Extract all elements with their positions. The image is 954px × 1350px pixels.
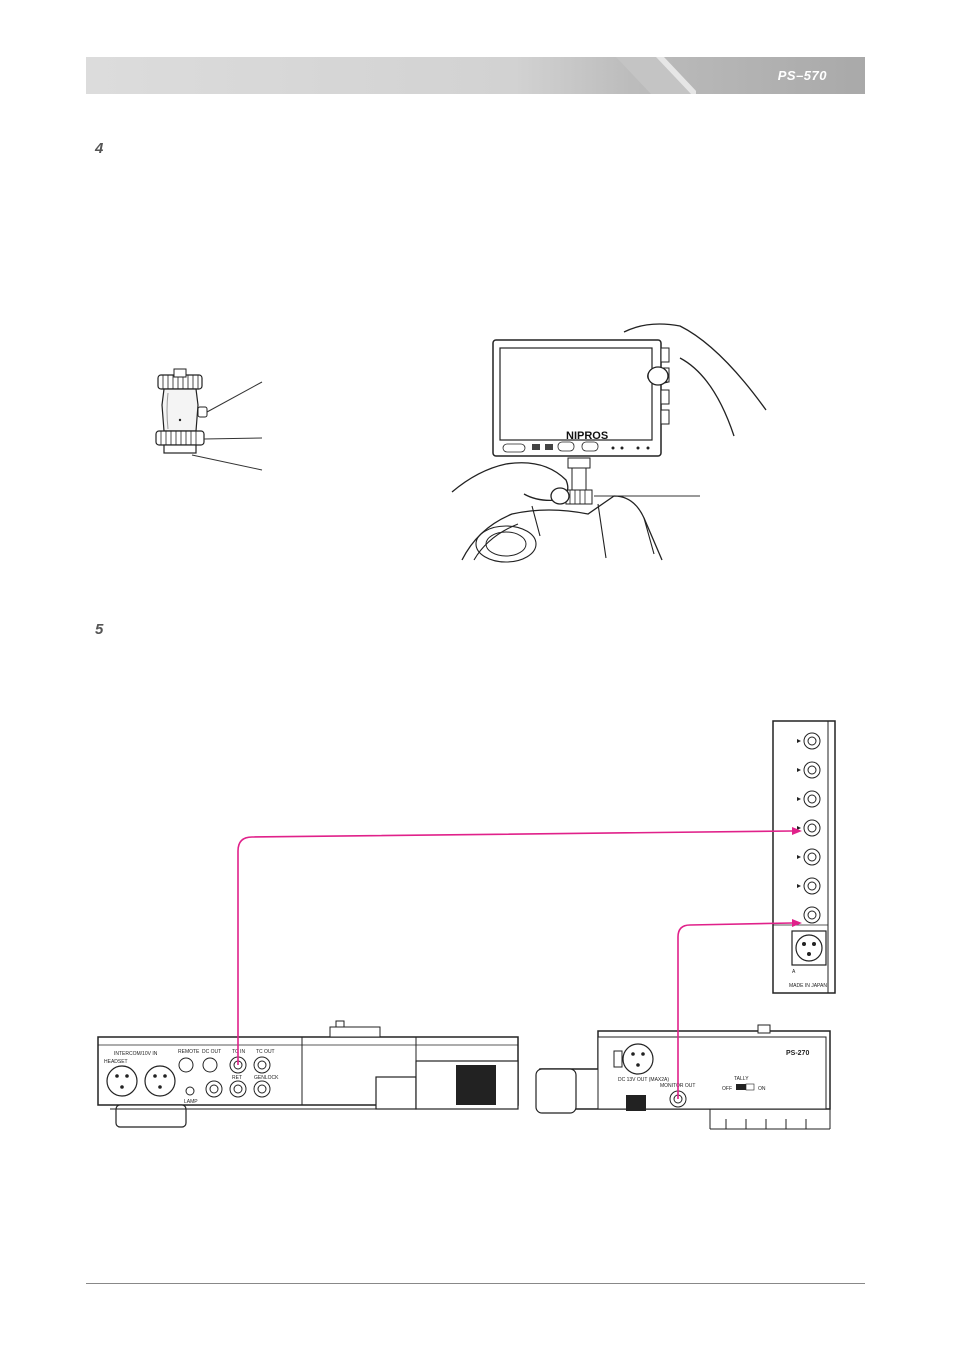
- step-number-5: 5: [95, 621, 104, 638]
- monitor-cable-arrow: [792, 919, 802, 927]
- genlock-label: GENLOCK: [254, 1075, 279, 1081]
- tally-label: TALLY: [734, 1076, 749, 1082]
- monitor-brand-logo: NIPROS: [566, 430, 608, 442]
- monitor-cable: [677, 922, 793, 1099]
- ret-label: RET: [232, 1075, 242, 1081]
- camera-side-panel: HEADSET INTERCOM/10V IN REMOTE DC OUT LA…: [97, 1020, 519, 1128]
- tc-cable: [237, 830, 793, 1065]
- tally-off-label: OFF: [722, 1086, 732, 1092]
- headset-label: HEADSET: [104, 1059, 128, 1065]
- header-band: PS–570: [86, 57, 865, 94]
- monitor-rear-panel: A MADE IN JAPAN: [772, 720, 836, 994]
- intercom-label: INTERCOM/10V IN: [114, 1051, 158, 1057]
- model-name: PS–570: [777, 68, 827, 83]
- tc-out-label: TC OUT: [256, 1049, 275, 1055]
- tc-cable-arrow: [792, 827, 802, 835]
- remote-label: REMOTE: [178, 1049, 200, 1055]
- lamp-label: LAMP: [184, 1099, 198, 1105]
- dc-out-label: DC OUT: [202, 1049, 221, 1055]
- tally-on-label: ON: [758, 1086, 766, 1092]
- step-number-4: 4: [95, 140, 104, 157]
- ps-270-model-label: PS-270: [786, 1050, 809, 1057]
- footer-rule: [86, 1283, 865, 1284]
- monitor-mounting-illustration: NIPROS: [451, 323, 767, 563]
- header-chevron-decoration: [616, 57, 696, 94]
- panel-made-in-label: MADE IN JAPAN: [789, 983, 827, 989]
- connection-wiring-diagram: A MADE IN JAPAN HEADSET INTERCOM/10V IN …: [97, 720, 836, 1130]
- dc-out-label-ps270: DC 13V OUT (MAX2A): [618, 1077, 669, 1083]
- ps-270-power-unit: DC 13V OUT (MAX2A) MONITOR OUT TALLY OFF…: [535, 1024, 831, 1130]
- shoe-adapter-illustration: [155, 368, 263, 471]
- panel-connector-a-label: A: [792, 969, 796, 975]
